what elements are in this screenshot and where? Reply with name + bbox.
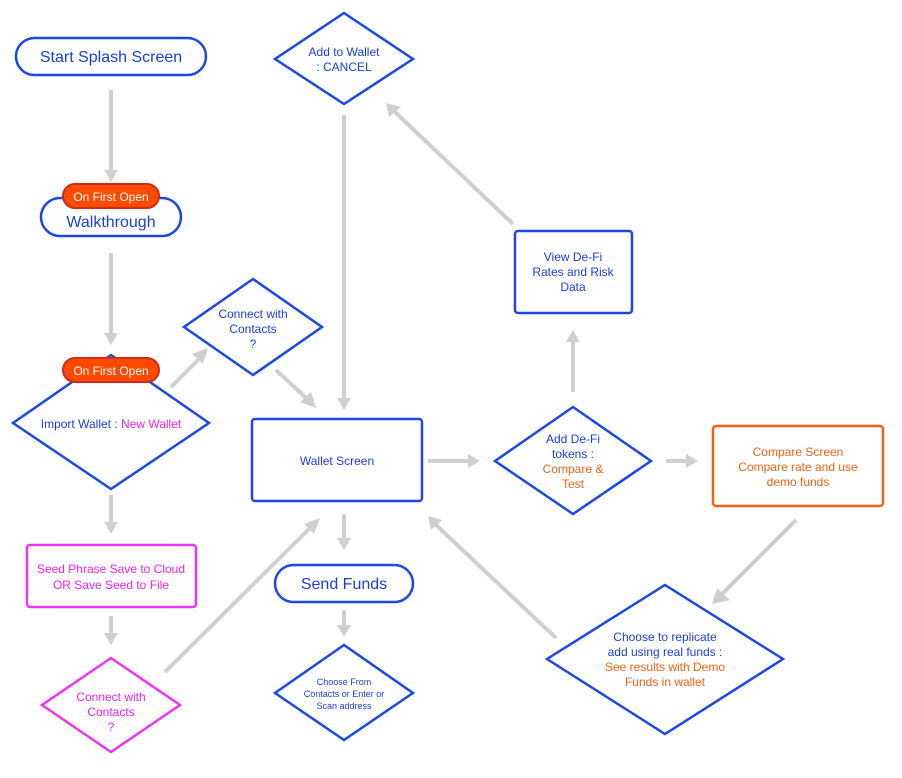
arrow-seed-to-connect-bottom — [104, 616, 118, 645]
connectors — [104, 90, 798, 674]
walkthrough-label: Walkthrough — [66, 214, 155, 231]
arrow-addtowallet-to-wallet — [337, 115, 351, 410]
connect-contacts-bottom-line2: Contacts — [87, 705, 134, 719]
view-defi-line1: View De-Fi — [544, 250, 602, 264]
compare-screen-line3: demo funds — [767, 475, 830, 489]
add-defi-node[interactable]: Add De-Fi tokens : Compare & Test — [492, 405, 654, 516]
choose-replicate-line1: Choose to replicate — [613, 630, 717, 644]
view-defi-line3: Data — [560, 280, 586, 294]
connect-contacts-top-line1: Connect with — [218, 307, 287, 321]
choose-from-line3: Scan address — [316, 701, 372, 711]
arrow-compare-to-replicate — [712, 518, 798, 604]
arrow-import-to-seed — [104, 495, 118, 534]
choose-from-line2: Contacts or Enter or — [304, 689, 385, 699]
send-funds-node[interactable]: Send Funds — [273, 563, 415, 604]
add-to-wallet-line2: : CANCEL — [316, 60, 372, 74]
new-wallet-text: New Wallet — [121, 417, 182, 431]
arrow-walkthrough-to-import — [104, 253, 118, 345]
import-wallet-node[interactable]: Import Wallet : New Wallet — [10, 353, 212, 491]
seed-phrase-line2: OR Save Seed to File — [53, 578, 169, 592]
add-to-wallet-node[interactable]: Add to Wallet : CANCEL — [272, 11, 416, 106]
add-defi-line3: Compare & — [543, 462, 604, 476]
import-wallet-text: Import Wallet : — [41, 417, 121, 431]
send-funds-label: Send Funds — [301, 576, 387, 593]
choose-replicate-line4: Funds in wallet — [625, 675, 706, 689]
arrow-import-to-connect-top — [169, 348, 208, 389]
connect-contacts-top-node[interactable]: Connect with Contacts ? — [181, 277, 325, 377]
view-defi-line2: Rates and Risk — [532, 265, 614, 279]
first-open-badge-1: On First Open — [62, 183, 160, 209]
compare-screen-line1: Compare Screen — [753, 445, 844, 459]
add-to-wallet-line1: Add to Wallet — [309, 45, 381, 59]
connect-contacts-bottom-line1: Connect with — [76, 690, 145, 704]
arrow-connect-bottom-to-wallet — [163, 518, 320, 674]
arrow-replicate-to-wallet — [428, 516, 558, 640]
choose-replicate-line3: See results with Demo — [605, 660, 725, 674]
arrow-adddefi-to-viewdefi — [566, 330, 580, 392]
choose-from-line1: Choose From — [317, 677, 372, 687]
add-defi-line4: Test — [562, 477, 585, 491]
seed-phrase-line1: Seed Phrase Save to Cloud — [37, 562, 185, 576]
first-open-badge-2: On First Open — [62, 357, 160, 383]
wallet-screen-label: Wallet Screen — [300, 454, 374, 468]
arrow-sendfunds-to-choosefrom — [337, 610, 351, 637]
arrow-wallet-to-sendfunds — [337, 514, 351, 550]
choose-from-node[interactable]: Choose From Contacts or Enter or Scan ad… — [272, 643, 416, 742]
start-splash-label: Start Splash Screen — [40, 49, 182, 66]
add-defi-line1: Add De-Fi — [546, 432, 600, 446]
first-open-badge-2-label: On First Open — [73, 364, 148, 378]
wallet-screen-node[interactable]: Wallet Screen — [250, 417, 424, 503]
connect-contacts-bottom-node[interactable]: Connect with Contacts ? — [39, 656, 183, 754]
compare-screen-node[interactable]: Compare Screen Compare rate and use demo… — [711, 424, 885, 508]
arrow-start-to-walkthrough — [104, 90, 118, 182]
choose-replicate-node[interactable]: Choose to replicate add using real funds… — [544, 583, 786, 736]
choose-replicate-line2: add using real funds : — [608, 645, 723, 659]
arrow-connect-top-to-wallet — [274, 368, 316, 408]
compare-screen-line2: Compare rate and use — [738, 460, 858, 474]
start-splash-node[interactable]: Start Splash Screen — [14, 36, 208, 77]
import-wallet-label: Import Wallet : New Wallet — [41, 417, 182, 431]
connect-contacts-bottom-line3: ? — [108, 720, 115, 734]
connect-contacts-top-line2: Contacts — [229, 322, 276, 336]
arrow-adddefi-to-compare — [666, 454, 698, 468]
arrow-viewdefi-to-addtowallet — [386, 103, 515, 226]
view-defi-node[interactable]: View De-Fi Rates and Risk Data — [513, 229, 634, 315]
add-defi-line2: tokens : — [552, 447, 594, 461]
connect-contacts-top-line3: ? — [250, 337, 257, 351]
seed-phrase-node[interactable]: Seed Phrase Save to Cloud OR Save Seed t… — [25, 543, 198, 609]
arrow-wallet-to-adddefi — [428, 454, 480, 468]
first-open-badge-1-label: On First Open — [73, 190, 148, 204]
